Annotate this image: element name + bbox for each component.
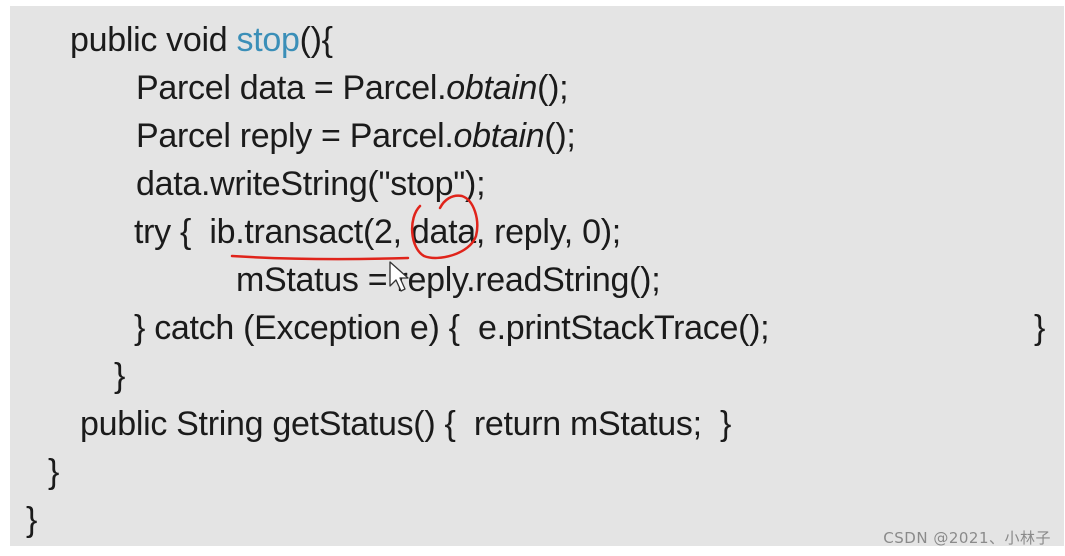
method-name-stop: stop xyxy=(236,21,300,59)
code-token: public void xyxy=(70,21,237,59)
code-token: try { xyxy=(134,213,210,251)
code-line-9: public String getStatus() { return mStat… xyxy=(80,405,732,443)
code-line-2: Parcel data = Parcel.obtain(); xyxy=(136,68,569,108)
code-token: } catch (Exception e) { e.printStackTrac… xyxy=(134,309,770,347)
code-line-5: try { ib.transact(2, data, reply, 0); xyxy=(134,212,621,252)
watermark: CSDN @2021、小林子 xyxy=(883,529,1051,547)
code-token-italic: obtain xyxy=(446,69,538,107)
code-line-3: Parcel reply = Parcel.obtain(); xyxy=(136,116,576,156)
code-line-4: data.writeString("stop"); xyxy=(136,165,486,203)
code-line-7: } catch (Exception e) { e.printStackTrac… xyxy=(134,308,770,348)
slide-area: public void stop(){ Parcel data = Parcel… xyxy=(10,6,1064,546)
code-line-11: } xyxy=(26,501,38,539)
transact-call: ib.transact xyxy=(209,213,363,251)
code-token: Parcel data = Parcel. xyxy=(136,69,447,107)
code-token: (2, data, reply, 0); xyxy=(362,213,621,251)
code-line-10: } xyxy=(48,453,60,491)
code-token: (); xyxy=(537,69,569,107)
code-token: (); xyxy=(544,117,576,155)
code-line-7-close-brace: } xyxy=(1034,309,1046,347)
code-line-1: public void stop(){ xyxy=(70,20,333,60)
code-line-6: mStatus = reply.readString(); xyxy=(236,261,661,299)
code-token-italic: obtain xyxy=(453,117,545,155)
code-line-8: } xyxy=(114,357,126,395)
code-token: (){ xyxy=(299,21,333,59)
code-token: Parcel reply = Parcel. xyxy=(136,117,454,155)
